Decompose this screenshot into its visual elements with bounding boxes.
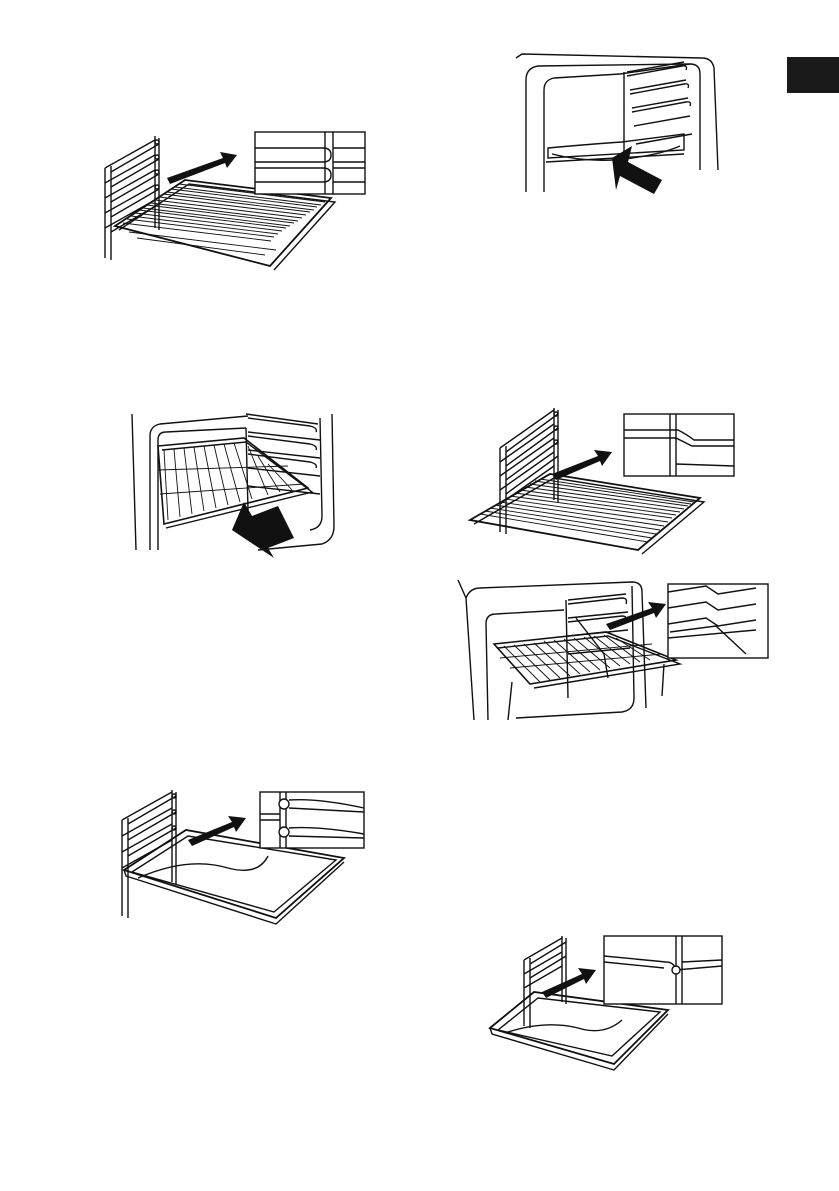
arrow-icon <box>167 152 237 184</box>
wire-rack <box>494 618 680 720</box>
detail-inset <box>624 414 734 476</box>
detail-inset <box>604 936 722 1004</box>
wire-rack <box>158 438 312 528</box>
detail-inset <box>255 132 365 194</box>
figure-wire-rack-slide-in-oven <box>456 578 774 723</box>
side-runner <box>246 414 320 494</box>
figure-baking-tray-in-oven <box>512 50 722 198</box>
figure-wire-rack-in-oven <box>128 406 358 554</box>
side-runner <box>627 62 692 144</box>
figure-wire-rack-on-side-runner <box>95 128 375 273</box>
figure-wire-rack-on-runner-side-view <box>466 404 746 550</box>
side-runner <box>105 136 159 260</box>
oven-cavity <box>458 580 646 720</box>
figure-baking-tray-on-side-runner <box>108 786 368 926</box>
detail-inset <box>260 792 364 848</box>
language-tab <box>787 57 839 93</box>
arrow-icon <box>552 450 612 480</box>
figure-baking-tray-on-runner-side-view <box>486 932 726 1072</box>
side-runner <box>524 936 566 1028</box>
arrow-icon <box>232 502 294 558</box>
detail-inset <box>668 584 768 658</box>
arrow-icon <box>606 602 666 630</box>
